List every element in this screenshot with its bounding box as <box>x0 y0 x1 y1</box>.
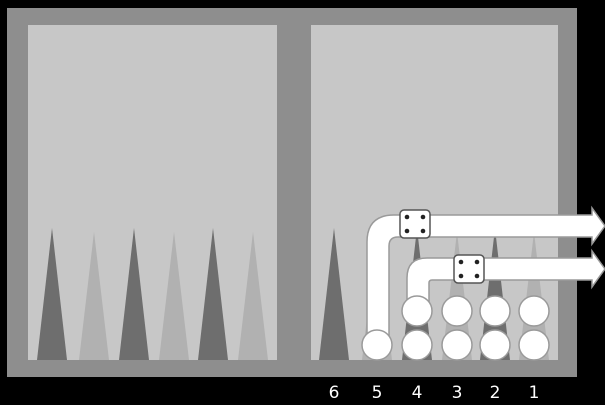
die-four-icon <box>454 255 484 283</box>
checker[interactable] <box>442 296 472 326</box>
point-label-1: 1 <box>519 383 549 403</box>
checker[interactable] <box>362 330 392 360</box>
point-label-6: 6 <box>319 383 349 403</box>
checker[interactable] <box>519 296 549 326</box>
checker[interactable] <box>402 296 432 326</box>
checker[interactable] <box>402 330 432 360</box>
point-label-5: 5 <box>362 383 392 403</box>
checker[interactable] <box>442 330 472 360</box>
point-label-2: 2 <box>480 383 510 403</box>
checker[interactable] <box>480 296 510 326</box>
point-label-3: 3 <box>442 383 472 403</box>
outer-board-quarter <box>28 25 277 360</box>
checker[interactable] <box>519 330 549 360</box>
die-four-icon <box>400 210 430 238</box>
checker[interactable] <box>480 330 510 360</box>
point-label-4: 4 <box>402 383 432 403</box>
